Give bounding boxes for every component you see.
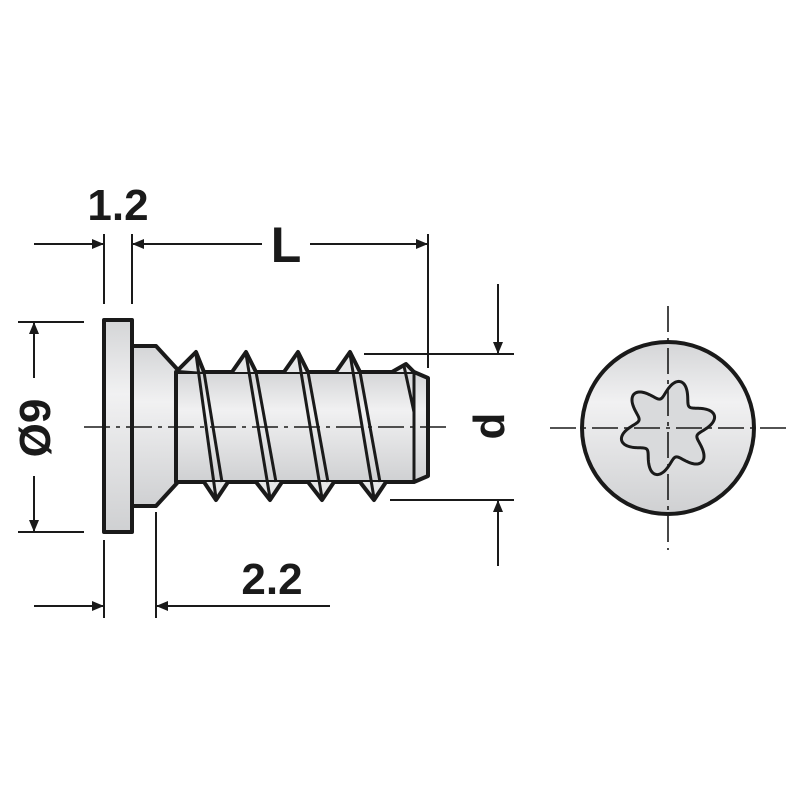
dim-label-head-thickness: 1.2 [87, 181, 148, 230]
dim-length [132, 234, 429, 368]
thread-crests-bottom [202, 480, 388, 502]
dim-label-thread-diameter: d [465, 413, 514, 440]
screw-head-flange [102, 318, 134, 534]
dim-head-diameter [18, 321, 84, 533]
dim-thread-diameter [364, 284, 514, 566]
thread-crests-top [176, 350, 416, 374]
dim-shank-length [34, 512, 330, 618]
screw-neck [130, 344, 180, 508]
screw-side-view [102, 318, 430, 534]
dim-label-shank-length: 2.2 [241, 555, 302, 604]
dim-label-head-diameter: Ø9 [11, 399, 60, 458]
dim-label-length: L [271, 217, 302, 273]
